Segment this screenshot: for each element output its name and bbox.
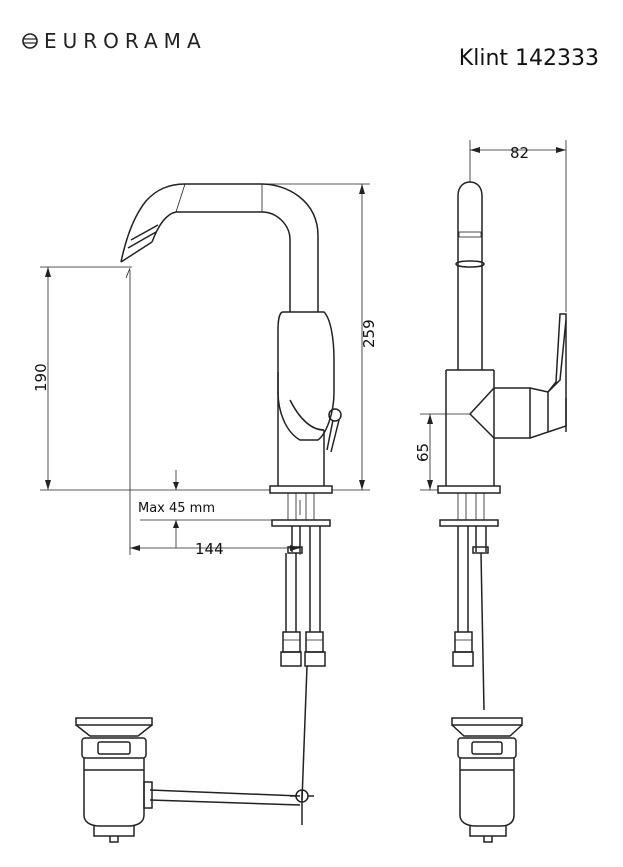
- model-title: Klint 142333: [458, 46, 599, 71]
- dim-259: 259: [360, 319, 378, 348]
- brand-logo: EURORAMA: [22, 29, 207, 53]
- side-body: [445, 313, 567, 486]
- side-base: [437, 485, 501, 711]
- side-view: 82 65: [414, 140, 567, 843]
- spout: [120, 183, 319, 312]
- dim-65: 65: [414, 443, 432, 462]
- faucet-body: [277, 311, 342, 486]
- supply-hoses: [280, 526, 326, 667]
- dim-144: 144: [195, 540, 224, 558]
- base-plate: [269, 485, 333, 554]
- dim-82: 82: [510, 144, 529, 162]
- dim-190: 190: [32, 363, 50, 392]
- pop-up-rod: [149, 665, 314, 825]
- eurorama-mark-icon: [22, 33, 38, 49]
- side-spout: [455, 181, 485, 370]
- front-dimensions: [40, 183, 370, 555]
- brand-name: EURORAMA: [44, 29, 207, 53]
- side-waste: [451, 717, 523, 843]
- pop-up-waste: [75, 717, 153, 843]
- dim-max-thickness: Max 45 mm: [138, 501, 215, 516]
- side-dimensions: [420, 140, 567, 491]
- front-view: 259 190 Max 45 mm 144: [32, 183, 378, 843]
